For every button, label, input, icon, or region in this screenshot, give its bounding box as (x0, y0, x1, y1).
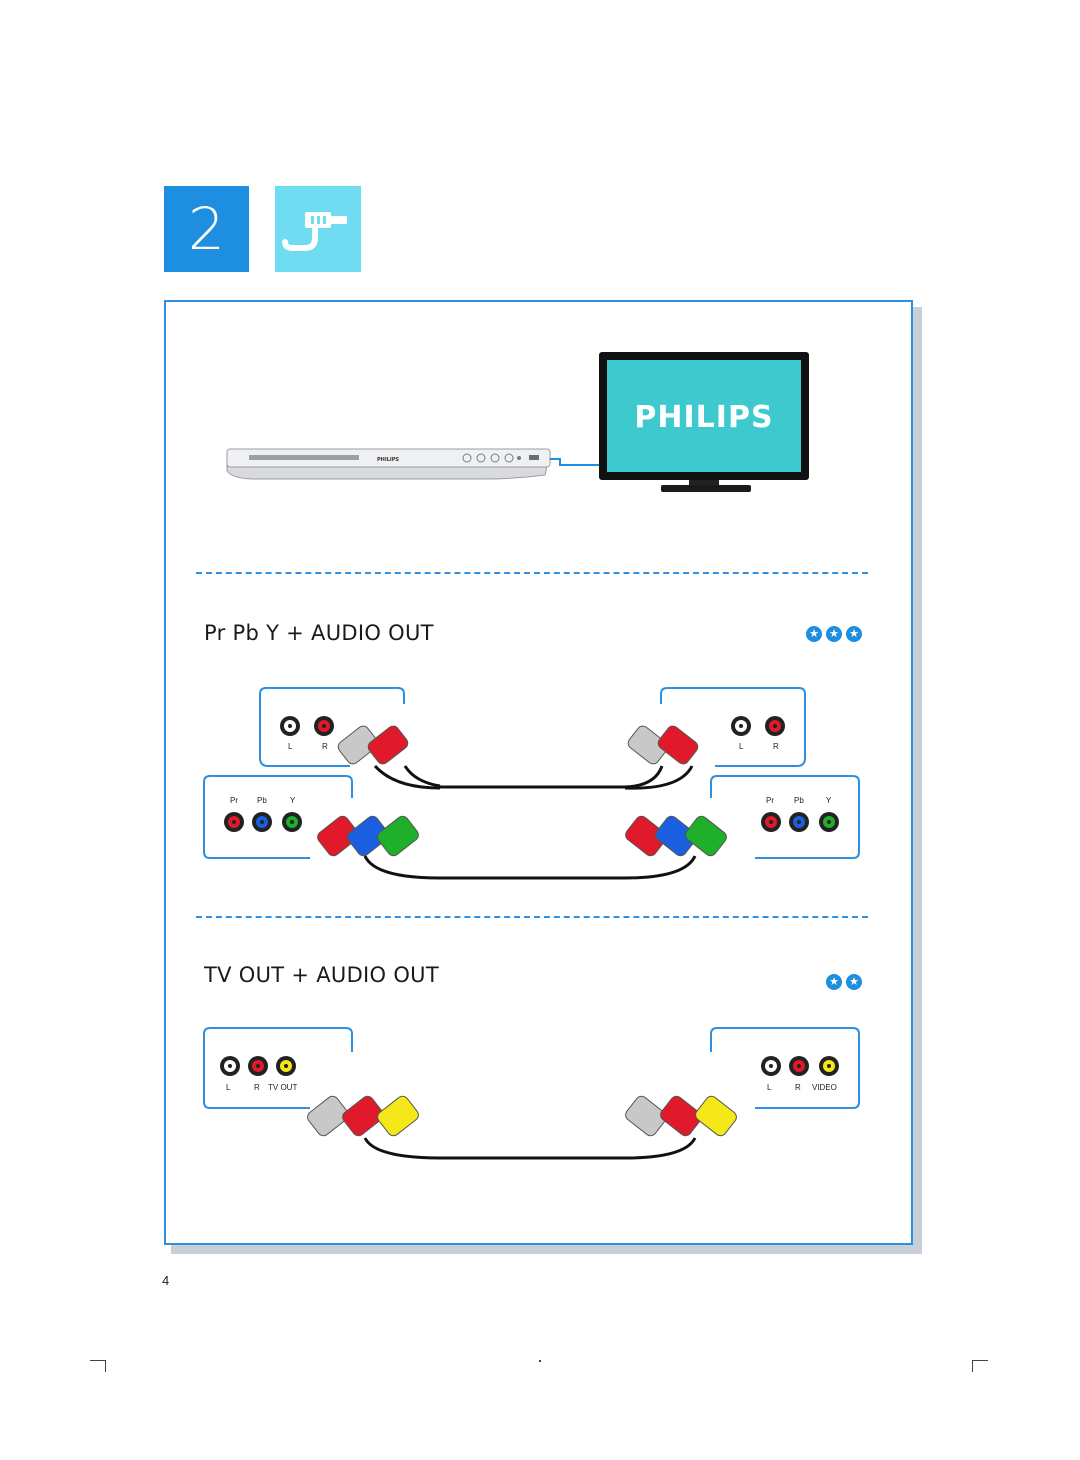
tv-audio-left-label: L (767, 1083, 772, 1092)
star-icon: ★ (826, 974, 842, 990)
tv-pb-label: Pb (794, 796, 804, 805)
devices-illustration: PHILIPS PHILIPS (226, 352, 809, 492)
right-audio-plugs (624, 725, 699, 790)
star-icon: ★ (846, 626, 862, 642)
star-icon: ★ (846, 974, 862, 990)
rating-stars-3: ★ ★ ★ (806, 626, 862, 642)
philips-tv: PHILIPS (599, 352, 809, 492)
audio-right-label: R (254, 1083, 260, 1092)
rating-stars-2: ★ ★ (826, 974, 862, 990)
cable-plug-icon (275, 186, 361, 272)
right-composite-plugs (624, 1095, 737, 1160)
dvd-player: PHILIPS (226, 448, 551, 480)
step-number: 2 (164, 186, 249, 272)
video-label: VIDEO (812, 1083, 837, 1092)
crop-mark (972, 1360, 973, 1372)
pb-label: Pb (257, 796, 267, 805)
section-title-component: Pr Pb Y + AUDIO OUT (204, 621, 434, 645)
tv-brand-label: PHILIPS (634, 400, 773, 435)
left-audio-plugs (337, 725, 441, 790)
tv-audio-left-label: L (739, 742, 744, 751)
section-title-composite: TV OUT + AUDIO OUT (204, 963, 439, 987)
component-connection-diagram: L R Pr Pb Y L R Pr Pb Y (203, 687, 860, 880)
crop-mark (105, 1360, 106, 1372)
audio-left-label: L (288, 742, 293, 751)
left-video-plugs (317, 815, 441, 880)
crop-mark (90, 1360, 106, 1361)
tv-audio-right-label: R (773, 742, 779, 751)
tv-out-label: TV OUT (268, 1083, 297, 1092)
section-divider (196, 572, 868, 574)
player-brand-label: PHILIPS (377, 457, 399, 463)
pr-label: Pr (230, 796, 238, 805)
tv-audio-right-label: R (795, 1083, 801, 1092)
crop-mark (972, 1360, 988, 1361)
composite-connection-diagram: L R TV OUT L R VIDEO (203, 1027, 860, 1160)
section-divider (196, 916, 868, 918)
y-label: Y (290, 796, 296, 805)
page-number: 4 (162, 1273, 170, 1288)
crop-mark (539, 1360, 541, 1362)
audio-right-label: R (322, 742, 328, 751)
left-composite-plugs (307, 1095, 441, 1160)
right-video-plugs (624, 815, 727, 880)
tv-y-label: Y (826, 796, 832, 805)
audio-left-label: L (226, 1083, 231, 1092)
tv-pr-label: Pr (766, 796, 774, 805)
star-icon: ★ (806, 626, 822, 642)
star-icon: ★ (826, 626, 842, 642)
